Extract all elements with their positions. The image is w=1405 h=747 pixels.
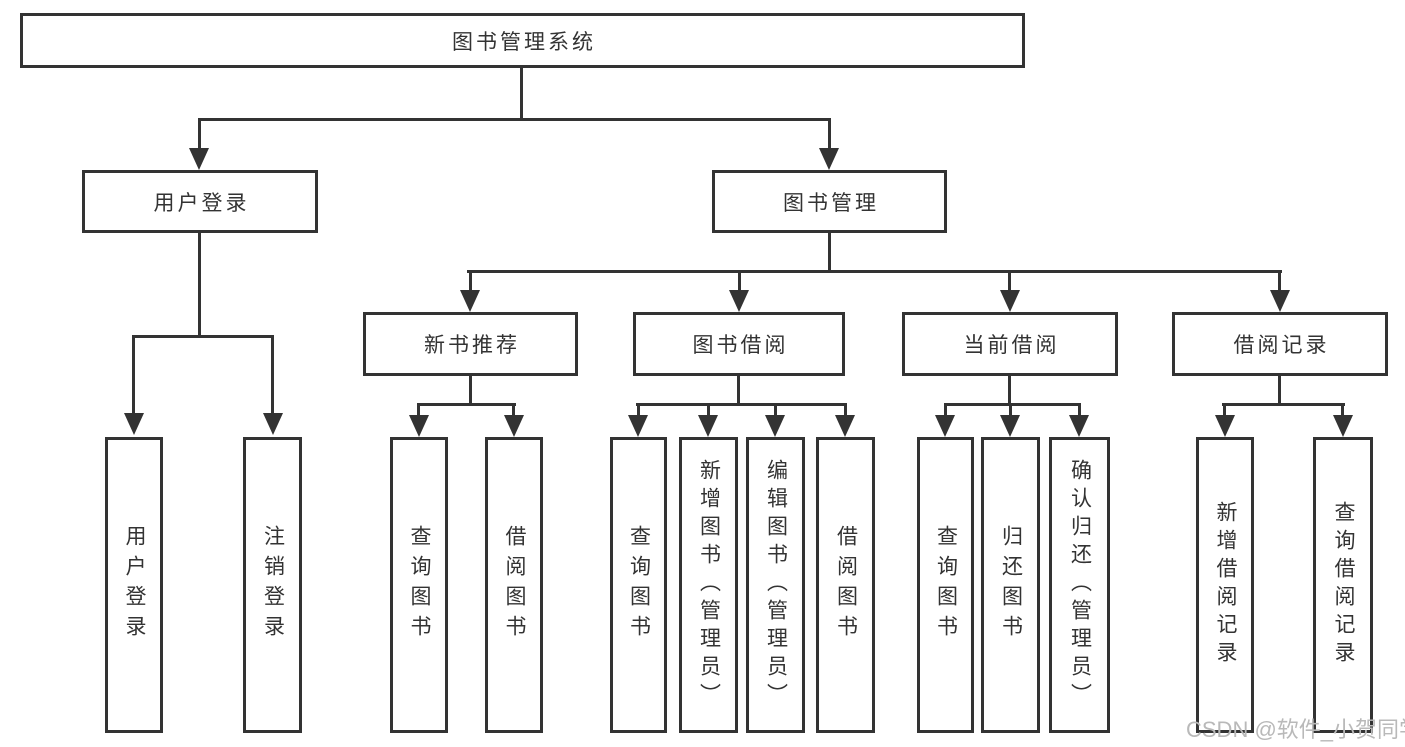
node-borrowing-records: 借阅记录 xyxy=(1172,312,1388,376)
connector-drop-search-books-1 xyxy=(417,403,420,417)
connector-drop-confirm-return xyxy=(1078,403,1081,417)
arrowhead-search-books-1 xyxy=(409,415,429,437)
csdn-watermark: CSDN @软件_小贺同学 xyxy=(1186,717,1405,742)
connector-user-login-rail xyxy=(132,335,274,338)
arrowhead-login-leaf xyxy=(124,413,144,435)
node-user-login-leaf: 用户登录 xyxy=(105,437,163,733)
connector-borrowing-records-rail xyxy=(1222,403,1345,406)
connector-level2-rail xyxy=(467,270,1282,273)
node-search-books-1: 查询图书 xyxy=(390,437,448,733)
connector-new-book-stub xyxy=(469,376,472,405)
arrowhead-new-book xyxy=(460,290,480,312)
arrowhead-book-management xyxy=(819,148,839,170)
connector-drop-current-borrowing xyxy=(1008,270,1011,292)
node-add-book-admin: 新增图书（管理员） xyxy=(679,437,738,733)
arrowhead-borrow-books-1 xyxy=(504,415,524,437)
arrowhead-search-borrow-record xyxy=(1333,415,1353,437)
connector-drop-search-books-3 xyxy=(944,403,947,417)
connector-drop-add-borrow-record xyxy=(1223,403,1226,417)
arrowhead-logout xyxy=(263,413,283,435)
node-user-login: 用户登录 xyxy=(82,170,318,233)
connector-drop-borrowing-records xyxy=(1278,270,1281,292)
connector-drop-borrow-books-2 xyxy=(844,403,847,417)
connector-root-stub xyxy=(520,68,523,119)
arrowhead-edit-book xyxy=(765,415,785,437)
node-search-books-3: 查询图书 xyxy=(917,437,974,733)
arrowhead-add-borrow-record xyxy=(1215,415,1235,437)
connector-drop-borrow-books-1 xyxy=(512,403,515,417)
arrowhead-search-books-3 xyxy=(935,415,955,437)
node-library-management-system: 图书管理系统 xyxy=(20,13,1025,68)
node-edit-book-admin: 编辑图书（管理员） xyxy=(746,437,805,733)
node-logout: 注销登录 xyxy=(243,437,302,733)
node-borrow-books-1: 借阅图书 xyxy=(485,437,543,733)
node-book-management: 图书管理 xyxy=(712,170,947,233)
node-return-books: 归还图书 xyxy=(981,437,1040,733)
arrowhead-borrowing-records xyxy=(1270,290,1290,312)
connector-borrowing-records-stub xyxy=(1278,376,1281,405)
arrowhead-current-borrowing xyxy=(1000,290,1020,312)
connector-book-borrowing-stub xyxy=(737,376,740,405)
node-add-borrow-record: 新增借阅记录 xyxy=(1196,437,1254,733)
node-current-borrowing: 当前借阅 xyxy=(902,312,1118,376)
connector-drop-search-books-2 xyxy=(637,403,640,417)
connector-drop-search-borrow-record xyxy=(1341,403,1344,417)
node-search-books-2: 查询图书 xyxy=(610,437,667,733)
connector-drop-edit-book xyxy=(774,403,777,417)
node-book-borrowing: 图书借阅 xyxy=(633,312,845,376)
arrowhead-borrow-books-2 xyxy=(835,415,855,437)
arrowhead-confirm-return xyxy=(1069,415,1089,437)
arrowhead-search-books-2 xyxy=(628,415,648,437)
connector-drop-book-borrowing xyxy=(738,270,741,292)
connector-book-management-stub xyxy=(828,233,831,272)
connector-new-book-rail xyxy=(417,403,516,406)
connector-drop-add-book xyxy=(707,403,710,417)
connector-drop-logout xyxy=(271,335,274,415)
node-search-borrow-record: 查询借阅记录 xyxy=(1313,437,1373,733)
connector-level1-rail xyxy=(198,118,831,121)
connector-drop-return-books xyxy=(1009,403,1012,417)
arrowhead-add-book xyxy=(698,415,718,437)
node-confirm-return-admin: 确认归还（管理员） xyxy=(1049,437,1110,733)
connector-drop-user-login xyxy=(198,118,201,150)
connector-current-borrowing-stub xyxy=(1008,376,1011,405)
connector-drop-login-leaf xyxy=(132,335,135,415)
arrowhead-book-borrowing xyxy=(729,290,749,312)
connector-current-borrowing-rail xyxy=(944,403,1081,406)
connector-drop-new-book xyxy=(469,270,472,292)
node-new-book-recommendation: 新书推荐 xyxy=(363,312,578,376)
arrowhead-return-books xyxy=(1000,415,1020,437)
connector-user-login-stub xyxy=(198,233,201,337)
node-borrow-books-2: 借阅图书 xyxy=(816,437,875,733)
arrowhead-user-login xyxy=(189,148,209,170)
connector-book-borrowing-rail xyxy=(636,403,847,406)
connector-drop-book-management xyxy=(828,118,831,150)
